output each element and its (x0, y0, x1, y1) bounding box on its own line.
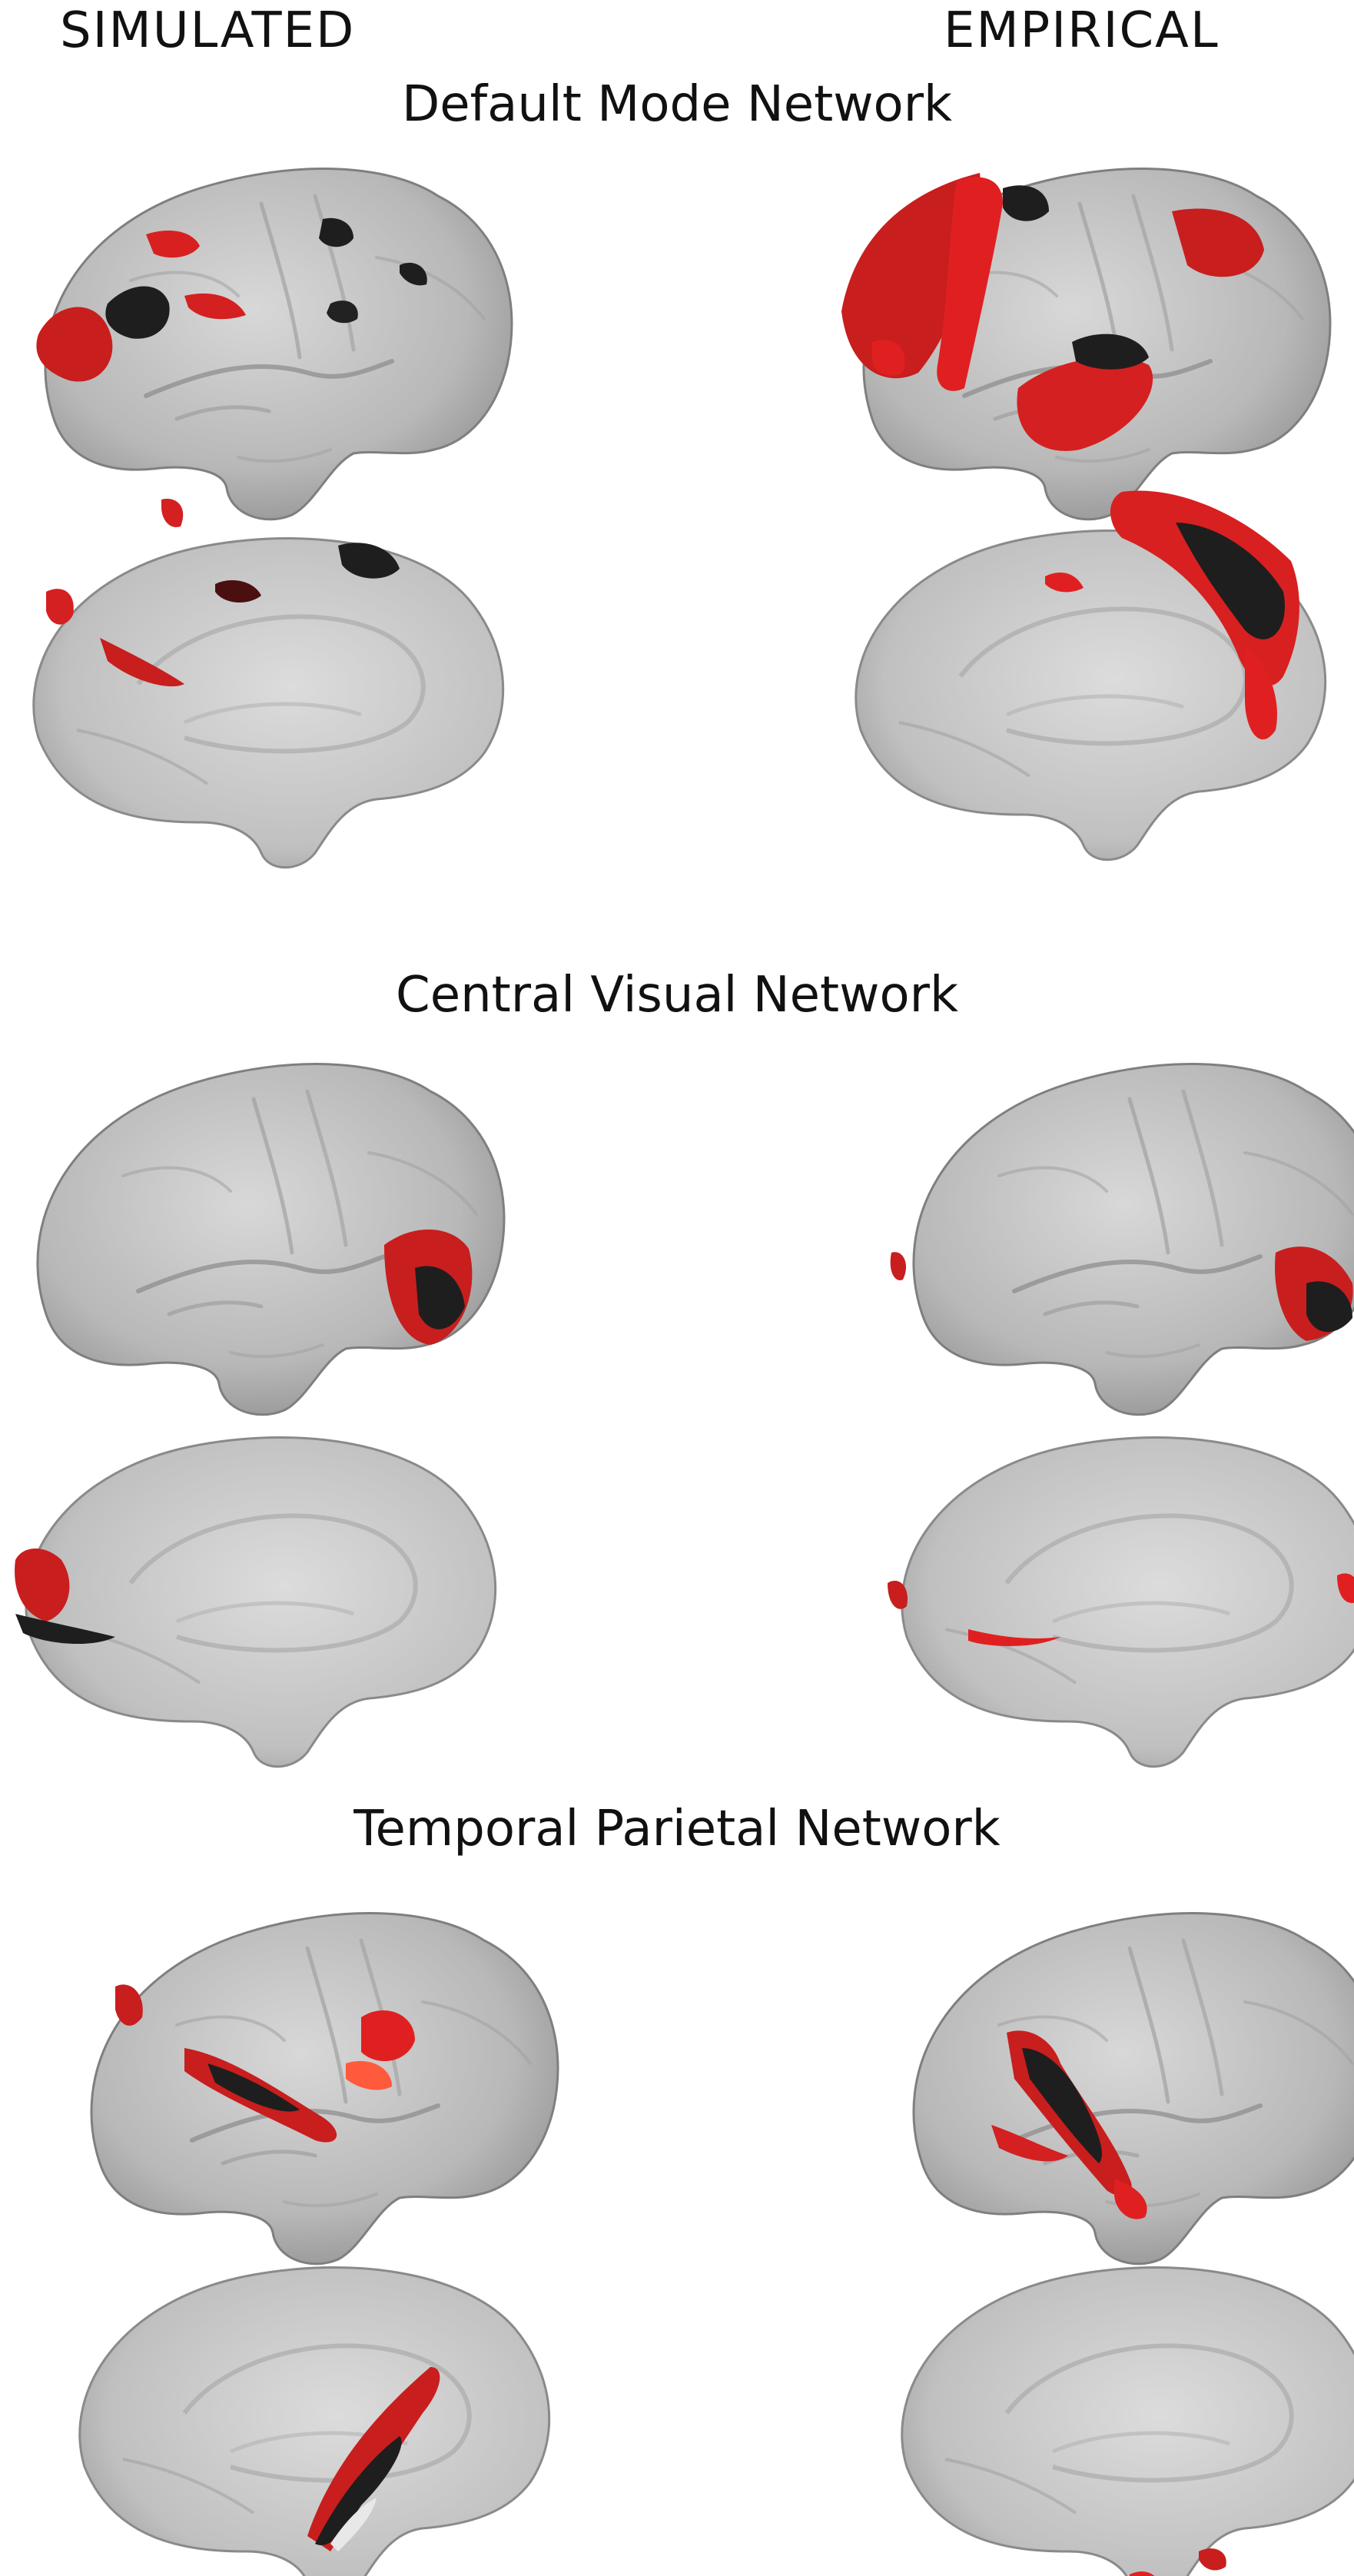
cvn-empirical-lateral (890, 1064, 1354, 1415)
tpn-empirical-lateral (914, 1914, 1354, 2264)
column-header-simulated: SIMULATED (60, 2, 356, 59)
dmn-empirical-lateral (841, 169, 1330, 520)
dmn-simulated-lateral (36, 169, 512, 520)
cvn-empirical-medial (888, 1438, 1354, 1767)
dmn-empirical-medial (856, 490, 1326, 859)
cvn-simulated-medial (15, 1438, 496, 1767)
dmn-simulated-medial (34, 499, 503, 868)
tpn-simulated-medial (80, 2268, 549, 2576)
network-title-default-mode: Default Mode Network (401, 76, 953, 133)
tpn-empirical-medial (902, 2268, 1354, 2576)
network-title-temporal-parietal: Temporal Parietal Network (353, 1801, 1001, 1857)
cvn-simulated-lateral (38, 1064, 504, 1415)
column-header-empirical: EMPIRICAL (944, 2, 1220, 59)
tpn-simulated-lateral (91, 1914, 558, 2264)
network-title-central-visual: Central Visual Network (396, 967, 958, 1024)
